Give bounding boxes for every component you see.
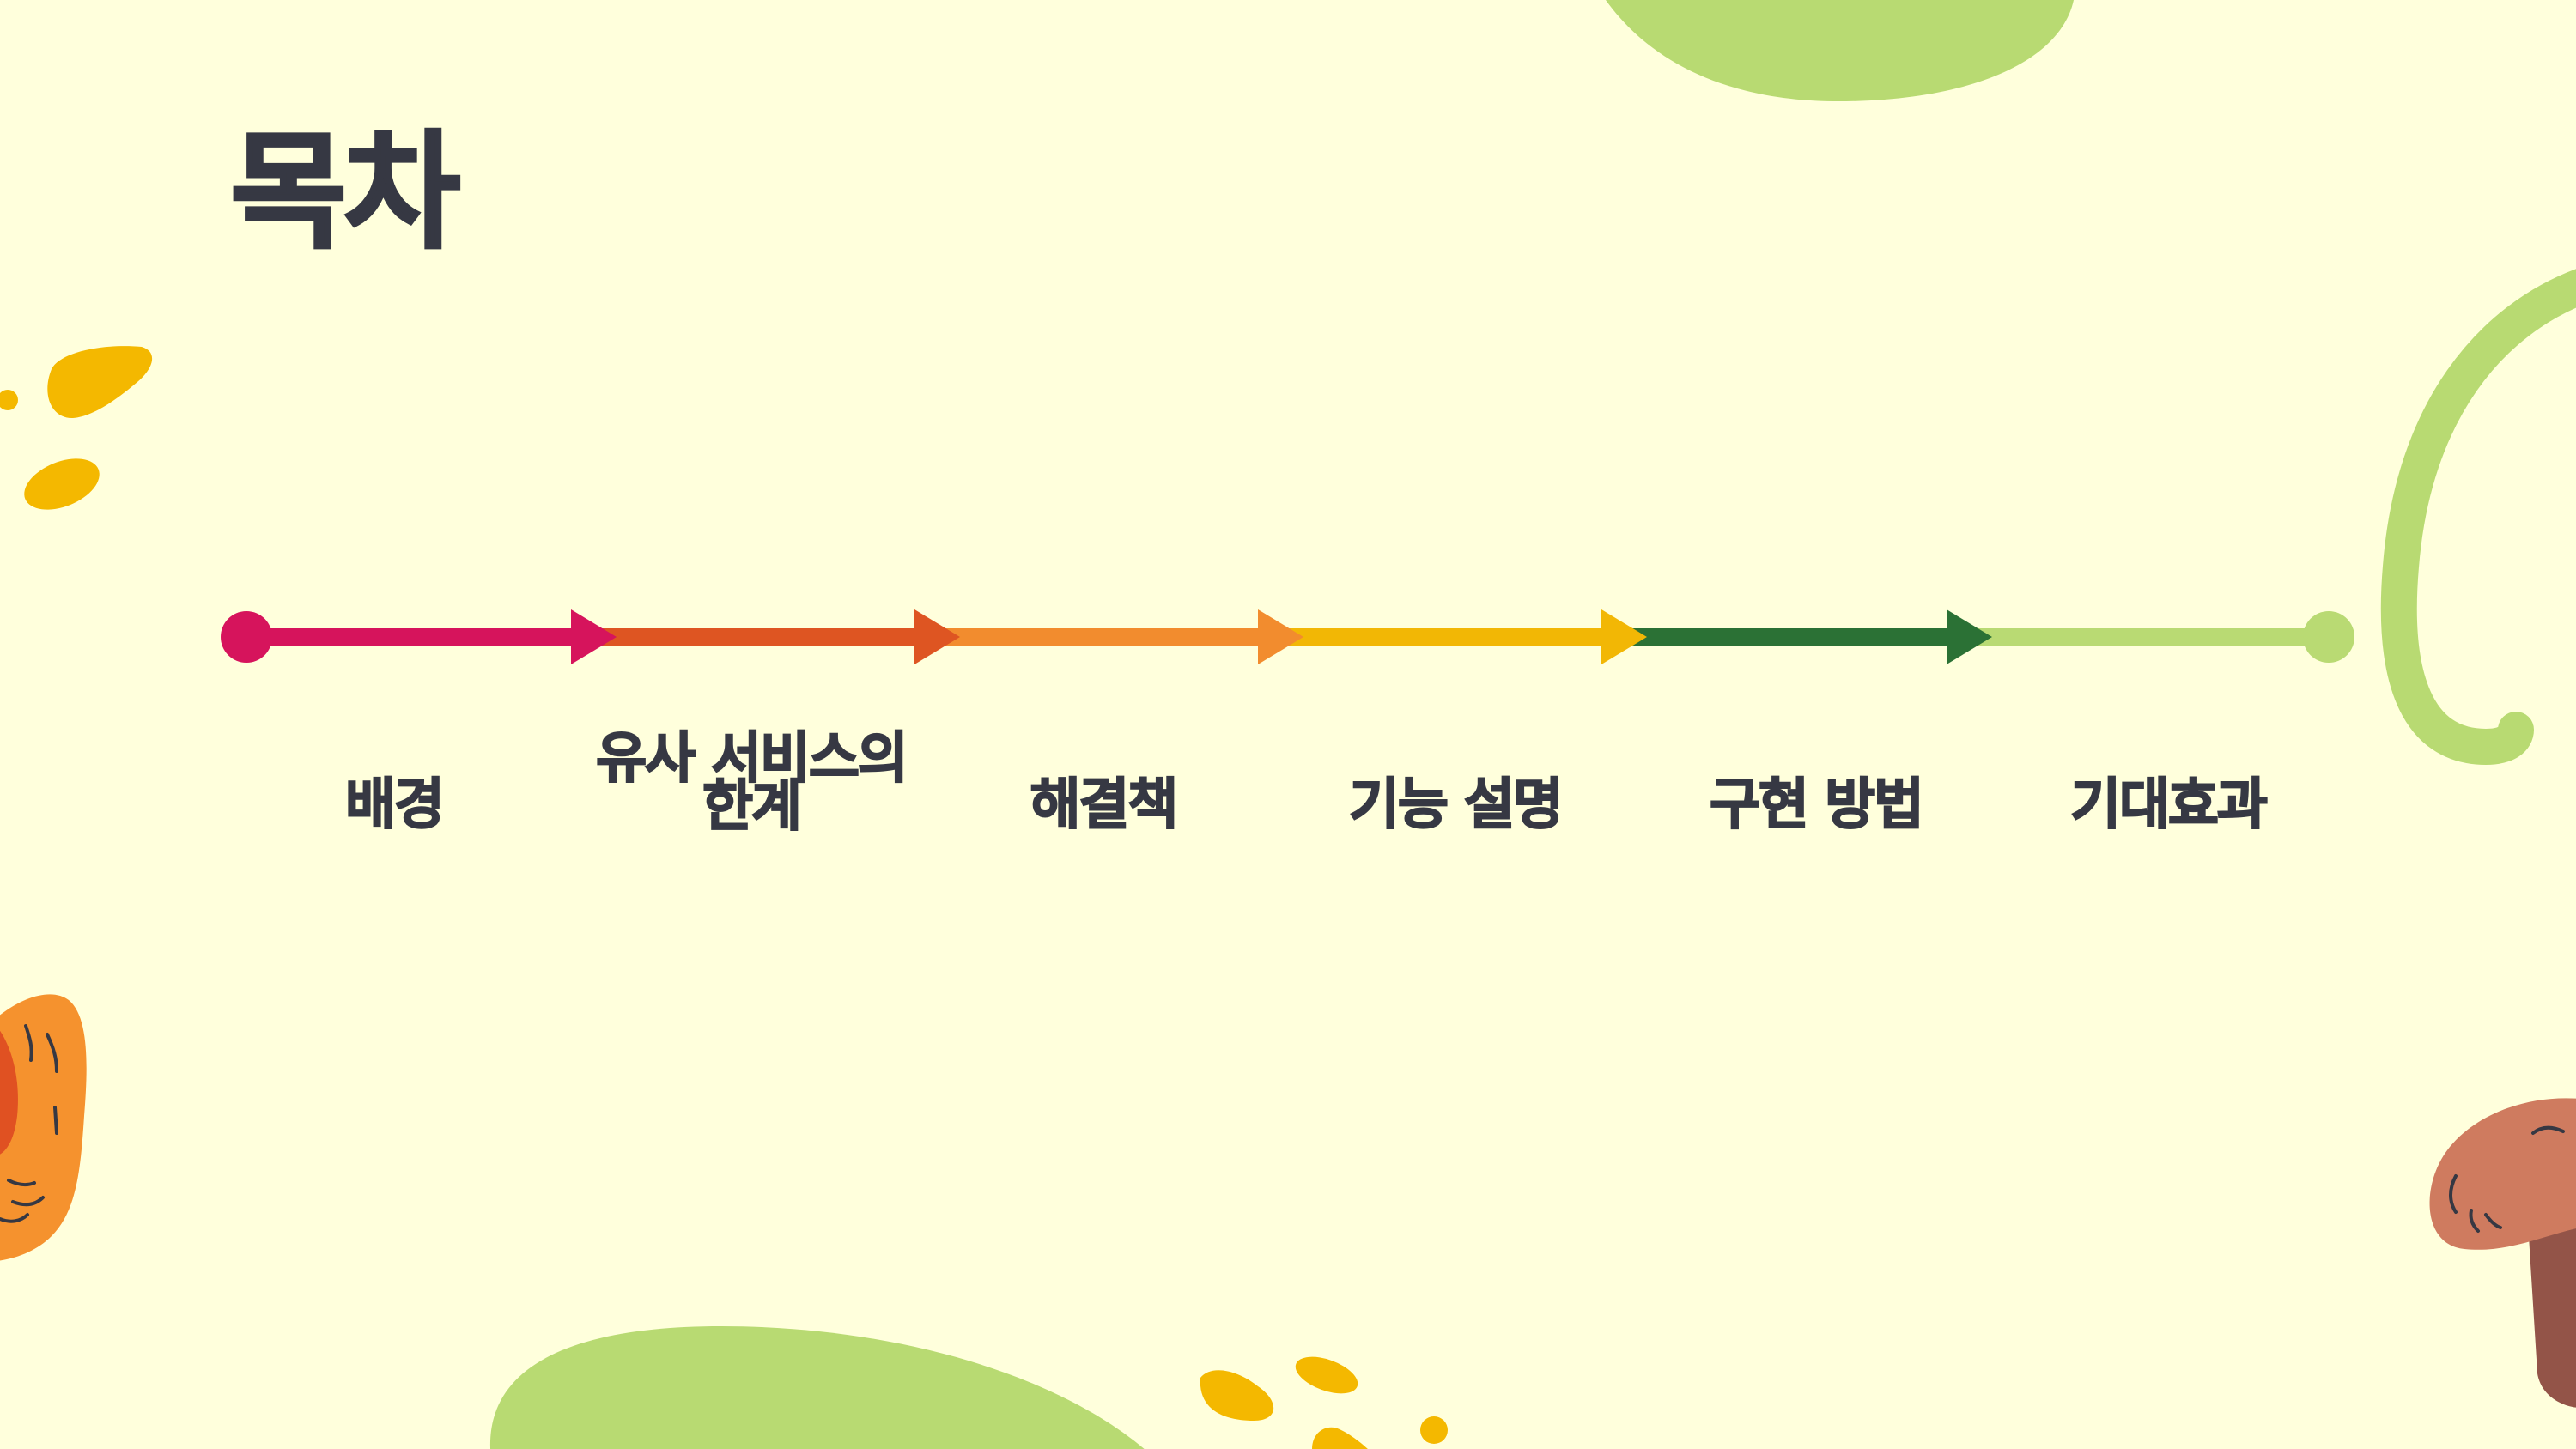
page-title: 목차 <box>228 118 461 266</box>
bottom-yellow-drops <box>1200 1356 1448 1449</box>
step-label-expected-effects: 기대효과 <box>2069 773 2269 837</box>
step-label-implementation: 구현 방법 <box>1709 773 1925 837</box>
timeline-arrowhead-1 <box>571 609 617 664</box>
step-label-background: 배경 <box>344 773 446 837</box>
left-yellow-drops <box>0 346 153 510</box>
timeline-end-dot <box>2303 611 2354 663</box>
step-label-feature-description: 기능 설명 <box>1348 773 1564 837</box>
top-green-blob <box>1606 0 2074 102</box>
bottom-green-blob <box>489 1326 1145 1449</box>
step-label-solution: 해결책 <box>1030 773 1180 837</box>
timeline-arrowhead-2 <box>914 609 960 664</box>
step-label-similar-service-limits: 유사 서비스의 한계 <box>595 727 909 839</box>
left-orange-leaf <box>0 994 87 1261</box>
right-green-curve <box>2380 269 2576 766</box>
timeline-arrowhead-5 <box>1947 609 1992 664</box>
right-mushroom <box>2429 1098 2576 1408</box>
timeline-arrowhead-4 <box>1601 609 1647 664</box>
timeline-arrowhead-3 <box>1258 609 1303 664</box>
